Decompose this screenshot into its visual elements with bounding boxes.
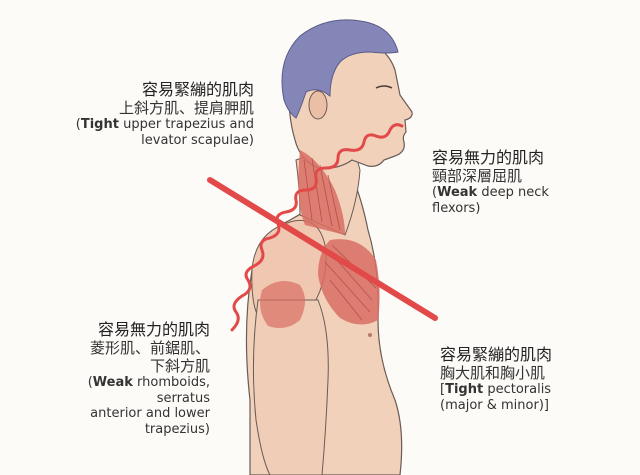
- ear: [308, 90, 328, 120]
- label-title: 容易無力的肌肉: [97, 320, 210, 339]
- tight-muscles-line: [207, 177, 438, 321]
- label-weak-lower: 容易無力的肌肉 菱形肌、前鋸肌、 下斜方肌 (Weak rhomboids, s…: [20, 320, 210, 438]
- label-muscles-en-line2: serratus: [156, 390, 210, 406]
- label-tight-lower: 容易緊繃的肌肉 胸大肌和胸小肌 [Tight pectoralis (major…: [440, 345, 630, 413]
- label-title: 容易無力的肌肉: [432, 148, 545, 167]
- label-muscles-zh: 菱形肌、前鋸肌、: [89, 339, 210, 358]
- label-muscles-en: (Weak deep neck: [432, 185, 549, 201]
- label-muscles-en-line3: anterior and lower: [90, 406, 210, 422]
- label-muscles-en: (Weak rhomboids,: [87, 375, 210, 391]
- label-title: 容易緊繃的肌肉: [141, 80, 254, 99]
- label-muscles-en: [Tight pectoralis: [440, 382, 552, 398]
- neck-muscle-fibers: [303, 157, 341, 231]
- label-muscles-en: (Tight upper trapezius and: [75, 117, 254, 133]
- label-muscles-zh: 頸部深層屈肌: [432, 167, 523, 186]
- hair: [281, 19, 399, 119]
- back-muscle: [260, 281, 305, 328]
- eye: [375, 85, 393, 89]
- pectoral-muscle: [318, 239, 380, 325]
- label-muscles-en-line4: trapezius): [144, 421, 210, 437]
- weak-muscles-wavy-line: [230, 123, 404, 332]
- label-muscles-en-line2: (major & minor)]: [440, 397, 549, 413]
- label-muscles-zh: 胸大肌和胸小肌: [440, 364, 546, 383]
- label-muscles-en-line2: flexors): [432, 200, 481, 216]
- upper-arm: [252, 299, 329, 475]
- label-muscles-en-line2: levator scapulae): [141, 132, 254, 148]
- label-weak-upper: 容易無力的肌肉 頸部深層屈肌 (Weak deep neck flexors): [432, 148, 632, 216]
- nipple: [368, 333, 372, 337]
- upper-trapezius-muscle: [298, 150, 345, 235]
- label-title: 容易緊繃的肌肉: [440, 345, 553, 364]
- label-muscles-zh: 上斜方肌、提肩胛肌: [118, 99, 254, 118]
- label-muscles-zh-line2: 下斜方肌: [149, 357, 210, 376]
- label-tight-upper: 容易緊繃的肌肉 上斜方肌、提肩胛肌 (Tight upper trapezius…: [30, 80, 254, 148]
